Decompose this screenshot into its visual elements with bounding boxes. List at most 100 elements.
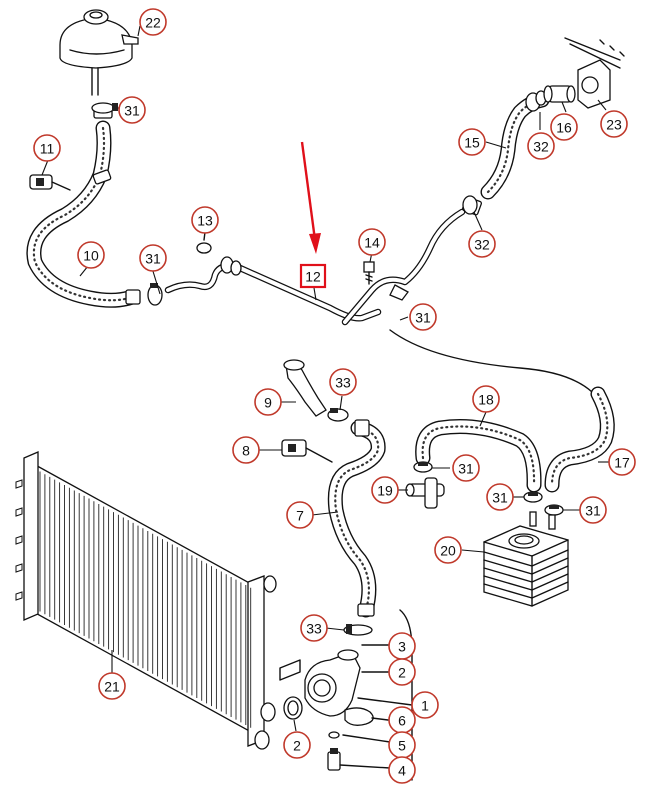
callout-31: 31 (409, 303, 437, 331)
callout-ring (118, 96, 146, 124)
hose-18 (415, 419, 542, 493)
callout-2: 2 (283, 731, 311, 759)
hose-15 (462, 90, 550, 216)
expansion-tank (59, 9, 139, 96)
callout-label: 2 (293, 738, 301, 754)
callout-ring (458, 128, 486, 156)
callout-label: 33 (306, 621, 322, 637)
callout-ring (608, 448, 636, 476)
callout-6: 6 (388, 706, 416, 734)
highlight-box (299, 263, 327, 289)
callout-label: 20 (440, 543, 456, 559)
callout-label: 14 (364, 235, 380, 251)
callout-leaders (41, 25, 610, 732)
callout-1: 1 (411, 691, 439, 719)
callout-32: 32 (468, 230, 496, 258)
callout-ring (409, 303, 437, 331)
callout-label: 4 (398, 763, 406, 779)
callout-16: 16 (550, 113, 578, 141)
clamps-31-cooler (413, 461, 564, 516)
callout-ring (283, 731, 311, 759)
callout-22: 22 (139, 8, 167, 36)
pipe-12 (164, 208, 466, 326)
callout-23: 23 (600, 110, 628, 138)
callout-3: 3 (388, 632, 416, 660)
callout-ring (388, 658, 416, 686)
callout-33: 33 (300, 614, 328, 642)
clamp-33-lower (343, 624, 373, 636)
bolt-14 (363, 261, 375, 285)
callout-ring (329, 368, 357, 396)
callout-label: 22 (145, 15, 161, 31)
hose-17 (544, 386, 615, 493)
callout-ring (371, 476, 399, 504)
callout-ring (254, 388, 282, 416)
flange-23 (564, 37, 625, 109)
callout-ring (98, 672, 126, 700)
callout-label: 13 (197, 213, 213, 229)
callout-label: 17 (614, 455, 630, 471)
callout-ring (411, 691, 439, 719)
callout-label: 15 (464, 135, 480, 151)
callout-ring (550, 113, 578, 141)
o-ring-2-left (283, 696, 303, 720)
callout-18: 18 (472, 385, 500, 413)
callout-label: 2 (398, 665, 406, 681)
callout-32: 32 (527, 132, 555, 160)
callout-label: 31 (492, 490, 508, 506)
hose-10 (26, 104, 141, 308)
callout-label: 11 (40, 141, 55, 157)
callout-8: 8 (232, 436, 260, 464)
callout-label: 32 (533, 139, 549, 155)
connector-19 (405, 477, 445, 509)
o-ring-13 (196, 242, 212, 254)
callout-label: 6 (398, 713, 406, 729)
callout-ring (527, 132, 555, 160)
callout-20: 20 (434, 536, 462, 564)
hose-7 (327, 419, 386, 618)
clamp-31-top (91, 102, 118, 114)
callout-ring (358, 228, 386, 256)
callout-33: 33 (329, 368, 357, 396)
thermostat-housing-1 (279, 649, 374, 726)
callout-ring (434, 536, 462, 564)
callout-ring (300, 614, 328, 642)
callout-label: 9 (264, 395, 272, 411)
callout-label: 31 (145, 251, 161, 267)
bleed-line (389, 329, 593, 393)
callout-ring (286, 501, 314, 529)
callout-31: 31 (486, 483, 514, 511)
callout-31: 31 (139, 244, 167, 272)
leader-lines (339, 644, 413, 769)
callout-label: 5 (398, 738, 406, 754)
callout-13: 13 (191, 206, 219, 234)
highlight-arrow (300, 141, 321, 254)
callout-31: 31 (452, 454, 480, 482)
callout-label: 31 (124, 103, 140, 119)
callout-17: 17 (608, 448, 636, 476)
callout-label: 10 (83, 248, 99, 264)
callout-ring (388, 756, 416, 784)
callout-label: 8 (242, 443, 250, 459)
callout-12: 12 (299, 263, 327, 289)
callout-ring (139, 8, 167, 36)
callout-ring (468, 230, 496, 258)
callout-ring (486, 483, 514, 511)
callout-label: 31 (458, 461, 474, 477)
callout-ring (452, 454, 480, 482)
connector-16 (543, 85, 576, 103)
callout-label: 31 (585, 503, 601, 519)
callout-19: 19 (371, 476, 399, 504)
callout-label: 12 (305, 269, 321, 285)
callout-14: 14 (358, 228, 386, 256)
callout-2: 2 (388, 658, 416, 686)
callout-ring (33, 134, 61, 162)
callout-11: 11 (33, 134, 61, 162)
callout-10: 10 (77, 241, 105, 269)
callout-label: 31 (415, 310, 431, 326)
callout-31: 31 (118, 96, 146, 124)
sensor-4 (327, 731, 341, 771)
callout-ring (472, 385, 500, 413)
